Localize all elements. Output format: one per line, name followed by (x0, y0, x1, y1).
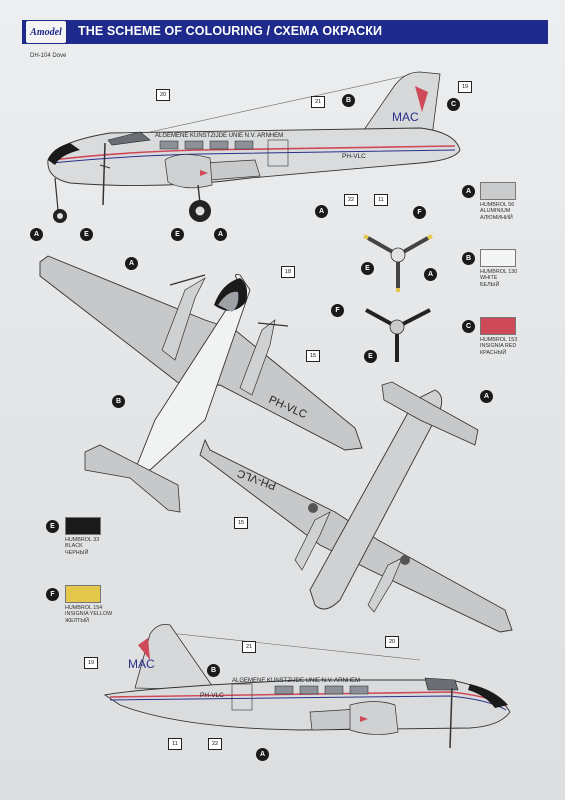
callout-box: 19 (458, 81, 472, 93)
paint-name-en: INSIGNIA RED (480, 343, 517, 350)
paint-code: HUMBROL 153 (480, 337, 518, 343)
callout-box: 18 (281, 266, 295, 278)
operator-lettering: ALGEMENE KUNSTZIJDE UNIE N.V. ARNHEM (155, 133, 283, 139)
tail-fin-right (134, 624, 216, 691)
legend-badge-e: E (46, 520, 59, 533)
paint-name-en: ALUMINIUM (480, 208, 511, 215)
paint-code: HUMBROL 154 (65, 605, 103, 611)
colour-badge: B (207, 664, 220, 677)
tail-logo: MAC (392, 110, 419, 124)
page-title: THE SCHEME OF COLOURING / СХЕМА ОКРАСКИ (78, 24, 383, 38)
colour-badge: E (361, 262, 374, 275)
colour-badge: A (214, 228, 227, 241)
colour-badge: A (125, 257, 138, 270)
tailplane-underside (381, 381, 479, 446)
propeller-detail-1 (363, 234, 433, 292)
colour-badge: C (447, 98, 460, 111)
colour-badge: E (171, 228, 184, 241)
registration-lettering: PH-VLC (342, 153, 366, 160)
legend-badge-a: A (462, 185, 475, 198)
paint-code: HUMBROL 56 (480, 202, 515, 208)
legend-badge-f: F (46, 588, 59, 601)
colour-badge: A (256, 748, 269, 761)
fuselage-underside (309, 389, 443, 610)
colour-badge: F (331, 304, 344, 317)
callout-box: 15 (306, 350, 320, 362)
colour-badge: E (364, 350, 377, 363)
tailplane-top (84, 444, 181, 513)
colour-badge: B (112, 395, 125, 408)
callout-box: 15 (234, 517, 248, 529)
legend-text-e: HUMBROL 33 BLACK ЧЕРНЫЙ (65, 537, 99, 556)
paint-name-en: INSIGNIA YELLOW (65, 611, 113, 618)
swatch-aluminium (480, 182, 516, 200)
legend-badge-b: B (462, 252, 475, 265)
tail-red-stripe (415, 86, 428, 112)
legend-badge-c: C (462, 320, 475, 333)
paint-name-ru: ЧЕРНЫЙ (65, 549, 89, 556)
swatch-insignia-red (480, 317, 516, 335)
amodel-logo: Amodel (26, 21, 66, 43)
paint-name-en: BLACK (65, 543, 83, 550)
colour-badge: A (315, 205, 328, 218)
callout-box: 20 (385, 636, 399, 648)
legend-text-c: HUMBROL 153 INSIGNIA RED КРАСНЫЙ (480, 337, 517, 356)
colour-badge: A (480, 390, 493, 403)
swatch-insignia-yellow (65, 585, 101, 603)
tail-logo-right: MAC (128, 657, 155, 671)
callout-box: 20 (156, 89, 170, 101)
paint-code: HUMBROL 130 (480, 269, 518, 275)
registration-lettering-right: PH-VLC (200, 692, 224, 699)
legend-text-b: HUMBROL 130 WHITE БЕЛЫЙ (480, 269, 517, 288)
model-name: DH-104 Dove (30, 53, 67, 59)
engine-nacelle (164, 154, 213, 189)
swatch-black (65, 517, 101, 535)
callout-box: 21 (311, 96, 325, 108)
paint-name-ru: БЕЛЫЙ (480, 281, 500, 288)
paint-code: HUMBROL 33 (65, 537, 100, 543)
callout-box: 22 (208, 738, 222, 750)
swatch-white (480, 249, 516, 267)
paint-name-en: WHITE (480, 275, 498, 282)
paint-name-ru: КРАСНЫЙ (480, 349, 507, 356)
operator-lettering-right: ALGEMENE KUNSTZIJDE UNIE N.V. ARNHEM (232, 678, 360, 684)
colour-badge: E (80, 228, 93, 241)
fuselage-side (47, 127, 461, 187)
callout-box: 11 (374, 194, 388, 206)
plan-view-top: PH-VLC (39, 255, 363, 513)
colour-badge: F (413, 206, 426, 219)
colour-badge: A (424, 268, 437, 281)
logo-text: Amodel (30, 26, 62, 38)
callout-box: 19 (84, 657, 98, 669)
callout-box: 22 (344, 194, 358, 206)
colour-badge: B (342, 94, 355, 107)
side-view-bottom: ALGEMENE KUNSTZIJDE UNIE N.V. ARNHEM PH-… (103, 624, 511, 749)
paint-name-ru: АЛЮМИНИЙ (480, 214, 513, 221)
plan-view-bottom: PH-VLC (199, 381, 513, 633)
side-view-top: ALGEMENE KUNSTZIJDE UNIE N.V. ARNHEM PH-… (47, 71, 461, 223)
propeller-detail-2 (365, 308, 431, 362)
callout-box: 21 (242, 641, 256, 653)
colour-badge: A (30, 228, 43, 241)
legend-text-f: HUMBROL 154 INSIGNIA YELLOW ЖЕЛТЫЙ (65, 605, 112, 624)
header-bar (22, 20, 548, 44)
legend-text-a: HUMBROL 56 ALUMINIUM АЛЮМИНИЙ (480, 202, 514, 221)
callout-box: 11 (168, 738, 182, 750)
paint-name-ru: ЖЕЛТЫЙ (65, 617, 90, 624)
